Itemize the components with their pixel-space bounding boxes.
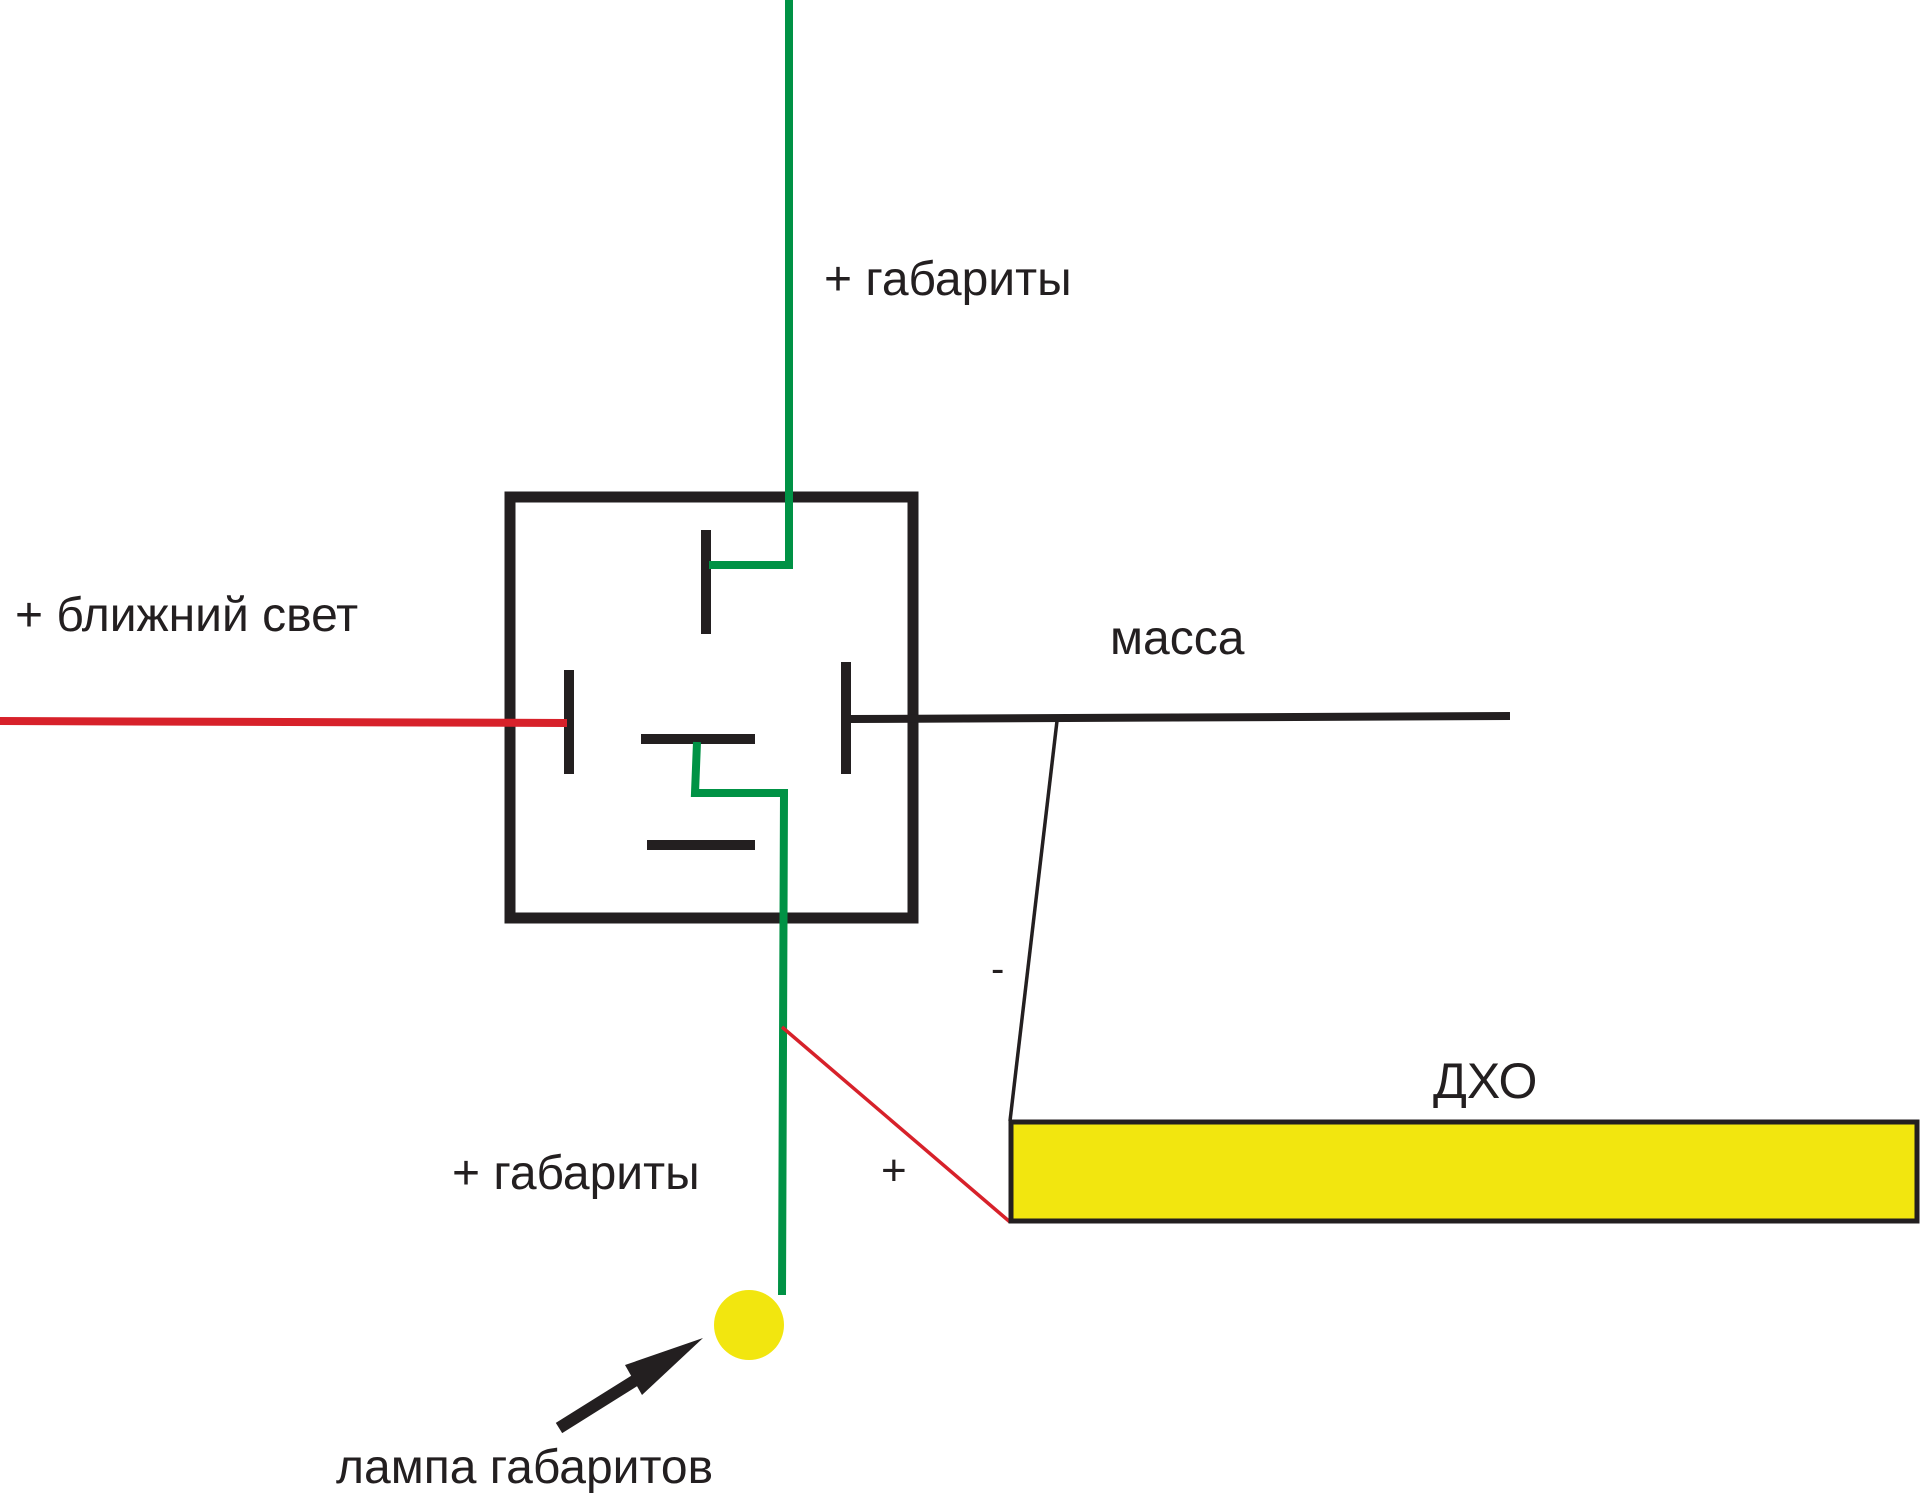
ground-wire (850, 712, 1511, 723)
drl-plus-wire (780, 1025, 1012, 1224)
label-plus: + (881, 1146, 907, 1195)
label-bottom-parking: + габариты (452, 1147, 700, 1200)
drl-minus-wire (1008, 720, 1059, 1122)
green-wire-bottom (690, 741, 789, 1296)
lamp-arrow-head (625, 1338, 703, 1395)
green-wire-top (709, 0, 793, 569)
label-low-beam: + ближний свет (15, 589, 358, 642)
red-wire-low-beam (0, 717, 568, 727)
relay-box (504, 491, 919, 924)
label-drl: ДХО (1433, 1053, 1537, 1109)
label-ground: масса (1110, 612, 1245, 665)
label-top-parking: + габариты (824, 253, 1072, 306)
label-minus: - (991, 947, 1004, 991)
parking-lamp (714, 1290, 784, 1360)
label-lamp: лампа габаритов (336, 1441, 713, 1494)
drl-bar (1008, 1119, 1920, 1224)
